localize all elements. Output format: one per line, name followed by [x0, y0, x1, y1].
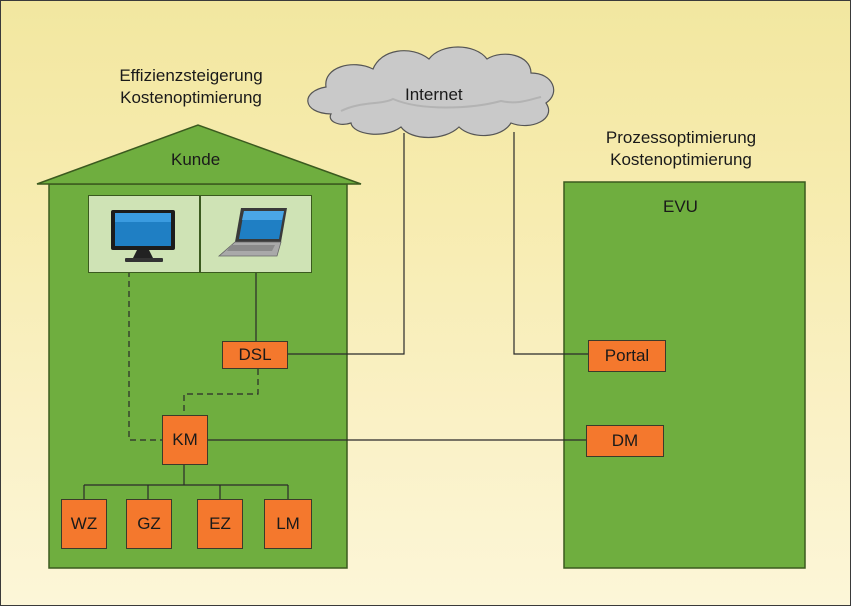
dm-node: DM — [586, 425, 664, 457]
customer-caption-line1: Effizienzsteigerung — [119, 66, 263, 85]
meter-wz: WZ — [61, 499, 107, 549]
house-label: Kunde — [171, 150, 221, 169]
monitor-icon — [111, 210, 175, 262]
utility-caption: Prozessoptimierung Kostenoptimierung — [581, 127, 781, 171]
connectors-dashed — [128, 271, 259, 441]
evu-building — [563, 181, 806, 569]
house-roof — [36, 124, 362, 185]
km-node: KM — [162, 415, 208, 465]
portal-node: Portal — [588, 340, 666, 372]
utility-caption-line1: Prozessoptimierung — [605, 128, 757, 147]
evu-label: EVU — [663, 197, 698, 216]
meter-lm: LM — [264, 499, 312, 549]
meter-gz: GZ — [126, 499, 172, 549]
dsl-node: DSL — [222, 341, 288, 369]
laptop-panel — [200, 195, 312, 273]
internet-label: Internet — [405, 85, 463, 104]
customer-caption: Effizienzsteigerung Kostenoptimierung — [96, 65, 286, 109]
meter-ez: EZ — [197, 499, 243, 549]
connectors-solid — [83, 132, 588, 499]
internet-cloud — [307, 46, 555, 138]
utility-caption-line2: Kostenoptimierung — [610, 150, 752, 169]
monitor-panel — [88, 195, 200, 273]
customer-caption-line2: Kostenoptimierung — [120, 88, 262, 107]
laptop-icon — [217, 208, 287, 257]
